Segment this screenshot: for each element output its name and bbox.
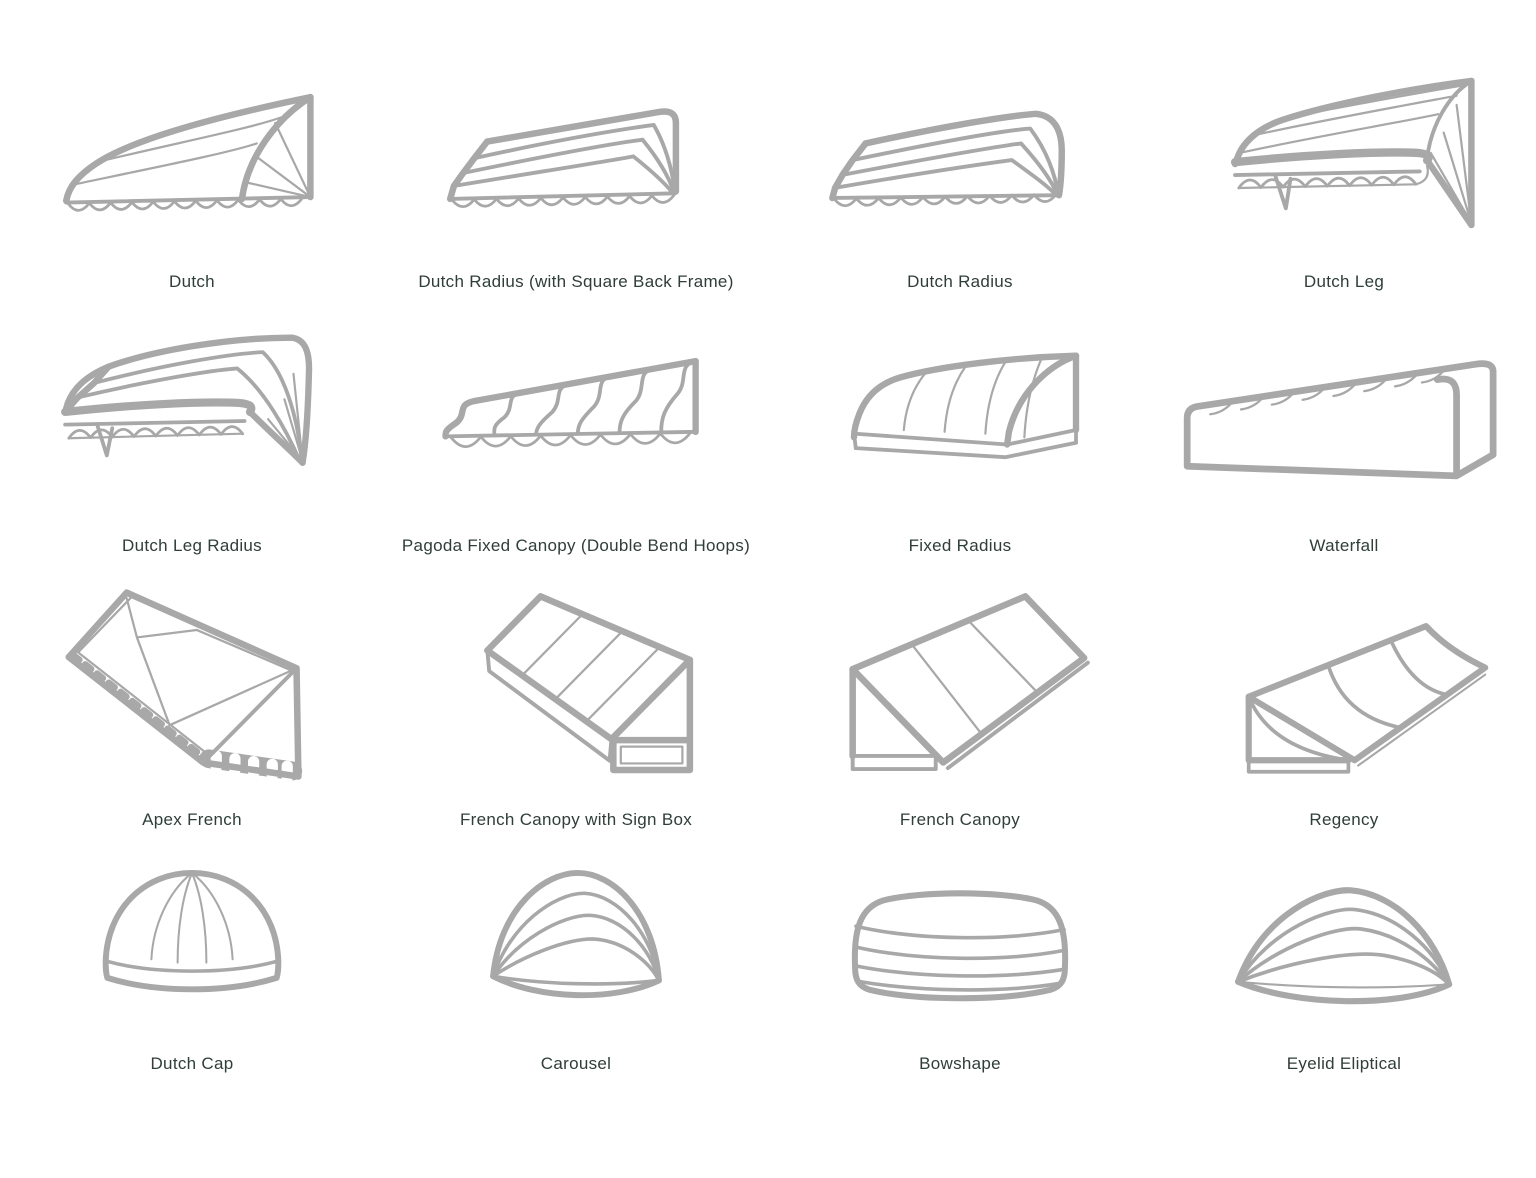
awning-label: Dutch Leg Radius: [122, 536, 262, 555]
dutch-radius-awning-illustration: [829, 110, 1065, 208]
awning-label: Pagoda Fixed Canopy (Double Bend Hoops): [401, 536, 751, 555]
dutch-leg-awning-illustration: [1230, 77, 1475, 229]
awning-cell-french-canopy-sign-box: French Canopy with Sign Box: [384, 574, 768, 850]
eyelid-eliptical-awning-illustration: [1234, 887, 1452, 1005]
awning-cell-bowshape: Bowshape: [768, 850, 1152, 1178]
french-canopy-sign-box-awning-illustration: [484, 593, 694, 774]
awning-cell-dutch-radius: Dutch Radius: [768, 0, 1152, 302]
awning-label: French Canopy with Sign Box: [459, 810, 693, 829]
dutch-awning-illustration: [62, 93, 314, 212]
pagoda-fixed-canopy-awning-illustration: [442, 357, 699, 448]
awning-label: Apex French: [142, 810, 242, 829]
awning-cell-fixed-radius: Fixed Radius: [768, 302, 1152, 574]
carousel-awning-illustration: [490, 870, 662, 999]
awning-cell-dutch-radius-square-back: Dutch Radius (with Square Back Frame): [384, 0, 768, 302]
awning-cell-waterfall: Waterfall: [1152, 302, 1536, 574]
awning-label: French Canopy: [899, 810, 1021, 829]
bowshape-awning-illustration: [851, 890, 1069, 1002]
awning-cell-dutch-cap: Dutch Cap: [0, 850, 384, 1178]
awning-cell-dutch: Dutch: [0, 0, 384, 302]
awning-cell-carousel: Carousel: [384, 850, 768, 1178]
awning-cell-dutch-leg-radius: Dutch Leg Radius: [0, 302, 384, 574]
dutch-radius-square-back-awning-illustration: [446, 108, 680, 209]
awning-label: Eyelid Eliptical: [1286, 1054, 1402, 1073]
apex-french-awning-illustration: [65, 589, 303, 784]
awning-label: Carousel: [540, 1054, 612, 1073]
french-canopy-awning-illustration: [849, 593, 1090, 771]
awning-label: Dutch Radius: [907, 272, 1013, 291]
awning-label: Bowshape: [919, 1054, 1001, 1073]
awning-cell-french-canopy: French Canopy: [768, 574, 1152, 850]
awning-cell-apex-french: Apex French: [0, 574, 384, 850]
dutch-cap-awning-illustration: [102, 870, 282, 993]
awning-cell-eyelid-eliptical: Eyelid Eliptical: [1152, 850, 1536, 1178]
regency-awning-illustration: [1245, 623, 1489, 774]
awning-label: Dutch: [169, 272, 215, 291]
awning-label: Dutch Leg: [1303, 272, 1385, 291]
awning-label: Waterfall: [1309, 536, 1379, 555]
awning-cell-dutch-leg: Dutch Leg: [1152, 0, 1536, 302]
awning-cell-regency: Regency: [1152, 574, 1536, 850]
awning-label: Dutch Cap: [150, 1054, 234, 1073]
awning-cell-pagoda-fixed-canopy: Pagoda Fixed Canopy (Double Bend Hoops): [384, 302, 768, 574]
fixed-radius-awning-illustration: [850, 352, 1080, 460]
awning-label: Fixed Radius: [908, 536, 1012, 555]
waterfall-awning-illustration: [1183, 360, 1497, 480]
awning-label: Regency: [1309, 810, 1379, 829]
awning-label: Dutch Radius (with Square Back Frame): [418, 272, 734, 291]
dutch-leg-radius-awning-illustration: [61, 334, 313, 466]
